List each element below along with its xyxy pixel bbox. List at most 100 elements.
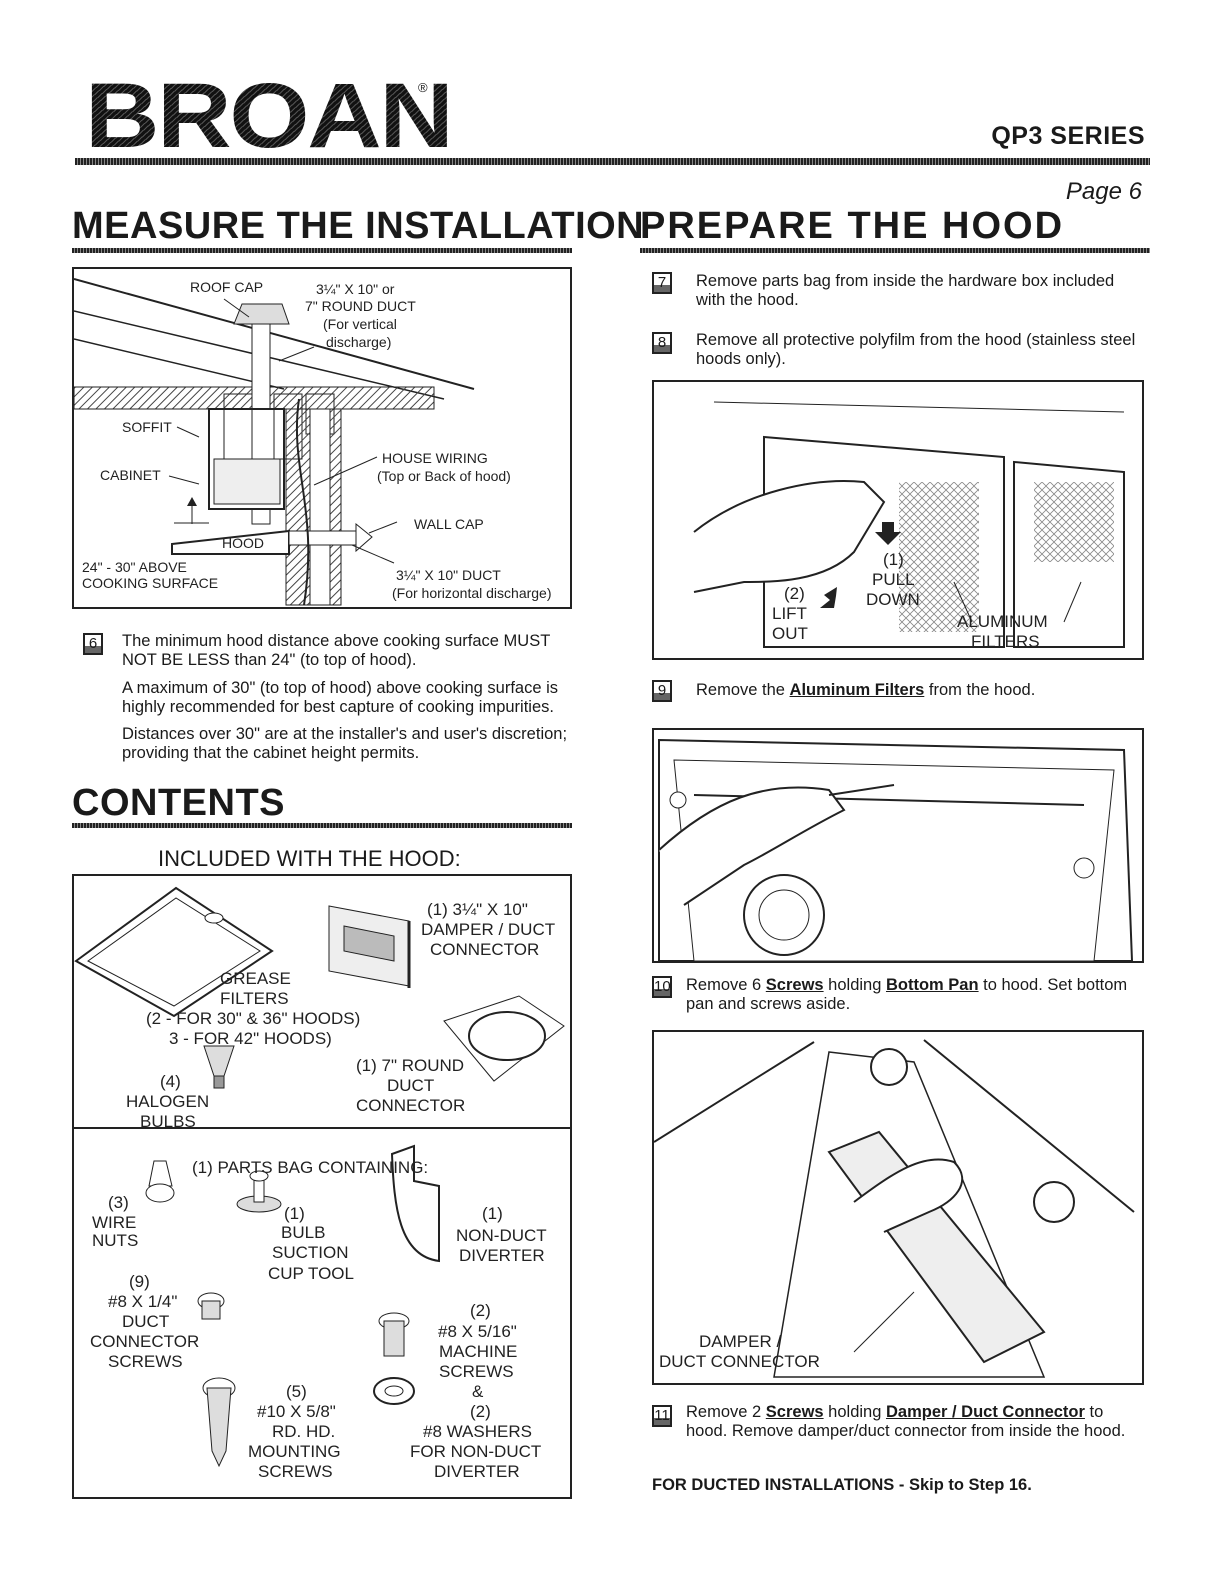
bottom-pan-link[interactable]: Bottom Pan (885, 976, 979, 994)
contents-rule (72, 823, 572, 828)
duct-screw-label-1: (9) (129, 1272, 150, 1291)
grease-label-4: 3 - FOR 42" HOODS) (169, 1029, 332, 1048)
halogen-label-2: HALOGEN (126, 1092, 210, 1111)
step-9-text-a: Remove the (696, 681, 790, 699)
label-duct-horizontal-1: 3¼" X 10" DUCT (396, 567, 501, 583)
machine-screw-label-2: #8 X 5/16" (438, 1322, 517, 1341)
fig3-damper-2: DUCT CONNECTOR (659, 1352, 820, 1371)
round-duct-label-2: DUCT (387, 1076, 435, 1095)
step-10-text-b: holding (823, 976, 886, 994)
label-cabinet: CABINET (100, 467, 161, 483)
screws-link-11[interactable]: Screws (765, 1403, 824, 1421)
suction-label-4: CUP TOOL (268, 1264, 354, 1283)
contents-drawing (74, 886, 570, 1468)
damper-connector-figure: DAMPER / DUCT CONNECTOR (652, 1030, 1144, 1385)
label-duct-vertical-2: 7" ROUND DUCT (305, 298, 416, 314)
duct-screw-label-5: SCREWS (108, 1352, 183, 1371)
screws-link-10[interactable]: Screws (765, 976, 824, 994)
fig3-damper-1: DAMPER / (699, 1332, 782, 1351)
step-11-text: Remove 2 Screws holding Damper / Duct Co… (686, 1403, 1146, 1441)
fig1-two: (2) (784, 584, 805, 603)
suction-label-3: SUCTION (272, 1243, 349, 1262)
machine-screw-label-3: MACHINE (439, 1342, 518, 1361)
damper-label-1: (1) 3¼" X 10" (427, 900, 528, 919)
diverter-label-2: NON-DUCT (456, 1226, 547, 1245)
fig1-out: OUT (772, 624, 808, 643)
halogen-label-1: (4) (160, 1072, 181, 1091)
label-soffit: SOFFIT (122, 419, 172, 435)
fig1-aluminum: ALUMINUM (957, 612, 1048, 631)
bottom-pan-drawing (658, 738, 1134, 961)
label-duct-vertical-4: discharge) (326, 334, 392, 350)
aluminum-filters-link[interactable]: Aluminum Filters (789, 681, 925, 699)
machine-screw-label-1: (2) (470, 1301, 491, 1320)
step-10-text: Remove 6 Screws holding Bottom Pan to ho… (686, 976, 1146, 1014)
wire-nuts-label-3: NUTS (92, 1231, 139, 1250)
label-duct-vertical-3: (For vertical (323, 316, 397, 332)
step-6-badge: 6 (83, 633, 103, 655)
grease-label-1: GREASE (220, 969, 291, 988)
contents-heading: CONTENTS (72, 782, 285, 824)
wire-nuts-label-2: WIRE (92, 1213, 137, 1232)
ducted-installations-note: FOR DUCTED INSTALLATIONS - Skip to Step … (652, 1476, 1032, 1494)
step-9-text-b: from the hood. (924, 681, 1036, 699)
step-11-text-a: Remove 2 (686, 1403, 766, 1421)
installation-drawing (74, 278, 475, 606)
bottom-pan-figure (652, 728, 1144, 963)
diverter-label-1: (1) (482, 1204, 503, 1223)
fig1-lift: LIFT (772, 604, 807, 623)
step-6-over-text: Distances over 30" are at the installer'… (122, 725, 568, 762)
label-above-1: 24" - 30" ABOVE (82, 559, 187, 575)
measure-heading: MEASURE THE INSTALLATION (72, 205, 645, 247)
damper-duct-connector-link[interactable]: Damper / Duct Connector (885, 1403, 1085, 1421)
halogen-label-3: BULBS (140, 1112, 196, 1131)
page-number: Page 6 (1065, 178, 1142, 205)
round-duct-label-3: CONNECTOR (356, 1096, 466, 1115)
wire-nuts-label-1: (3) (108, 1193, 129, 1212)
step-9-badge: 9 (652, 680, 672, 702)
label-above-2: COOKING SURFACE (82, 575, 219, 591)
fig1-pull: PULL (872, 570, 915, 589)
label-house-wiring-note: (Top or Back of hood) (377, 468, 511, 484)
label-roof-cap: ROOF CAP (190, 279, 264, 295)
parts-bag-title: (1) PARTS BAG CONTAINING: (192, 1158, 429, 1177)
washer-label-1: (2) (470, 1402, 491, 1421)
step-9-text: Remove the Aluminum Filters from the hoo… (696, 681, 1148, 700)
label-duct-vertical-1: 3¼" X 10" or (316, 281, 395, 297)
prepare-heading: PREPARE THE HOOD (640, 205, 1065, 247)
duct-screw-label-4: CONNECTOR (90, 1332, 200, 1351)
contents-subtitle: INCLUDED WITH THE HOOD: (158, 846, 461, 871)
step-10-text-a: Remove 6 (686, 976, 766, 994)
damper-connector-drawing (654, 1039, 1135, 1378)
installation-diagram: ROOF CAP 3¼" X 10" or 7" ROUND DUCT (For… (72, 267, 572, 609)
label-duct-horizontal-2: (For horizontal discharge) (392, 585, 552, 601)
machine-screw-label-4: SCREWS (439, 1362, 514, 1381)
suction-label-2: BULB (281, 1223, 326, 1242)
contents-box: (1) 3¼" X 10" DAMPER / DUCT CONNECTOR GR… (72, 874, 572, 1499)
step-11-text-b: holding (823, 1403, 886, 1421)
damper-label-2: DAMPER / DUCT (421, 920, 556, 939)
label-house-wiring: HOUSE WIRING (382, 450, 488, 466)
filter-removal-drawing (693, 401, 1125, 648)
step-7-text: Remove parts bag from inside the hardwar… (696, 272, 1115, 309)
step-10-text-c: to hood. Set bottom pan and screws aside… (686, 976, 1128, 1013)
series-title: QP3 SERIES (991, 122, 1145, 150)
fig1-down: DOWN (866, 590, 920, 609)
mounting-screw-label-2: #10 X 5/8" (257, 1402, 336, 1421)
grease-label-3: (2 - FOR 30" & 36" HOODS) (146, 1009, 361, 1028)
suction-label-1: (1) (284, 1204, 305, 1223)
damper-label-3: CONNECTOR (430, 940, 540, 959)
grease-label-2: FILTERS (220, 989, 289, 1008)
mounting-screw-label-5: SCREWS (258, 1462, 333, 1481)
mounting-screw-label-1: (5) (286, 1382, 307, 1401)
duct-screw-label-2: #8 X 1/4" (108, 1292, 178, 1311)
washer-label-3: FOR NON-DUCT (410, 1442, 542, 1461)
duct-screw-label-3: DUCT (122, 1312, 170, 1331)
prepare-rule (640, 248, 1150, 253)
label-hood: HOOD (222, 535, 264, 551)
mounting-screw-label-4: MOUNTING (248, 1442, 341, 1461)
filter-removal-figure: (1) PULL DOWN (2) LIFT OUT ALUMINUM FILT… (652, 380, 1144, 660)
step-8-badge: 8 (652, 332, 672, 354)
step-10-badge: 10 (652, 976, 672, 998)
step-11-badge: 11 (652, 1405, 672, 1427)
